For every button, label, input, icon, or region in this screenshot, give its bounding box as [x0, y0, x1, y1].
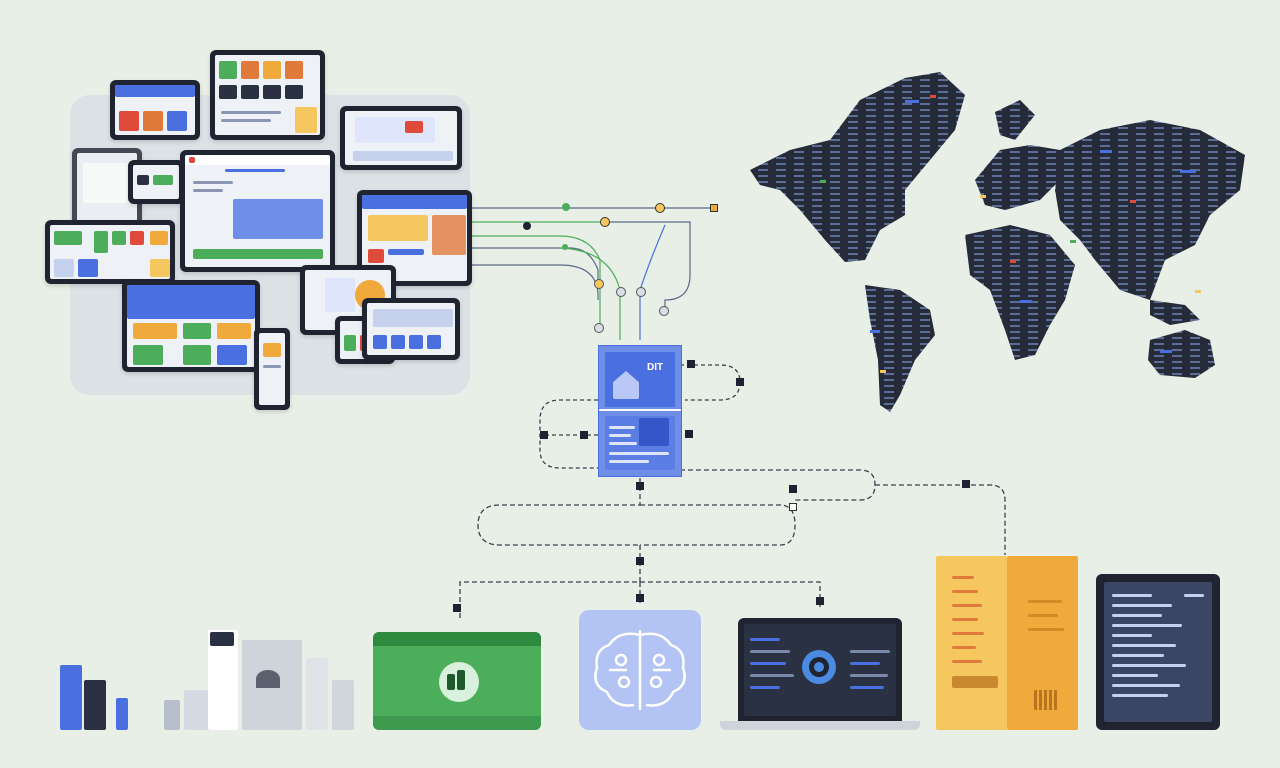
connector-square: [687, 360, 695, 368]
connector-node: [594, 279, 604, 289]
screen-tile: [45, 220, 175, 284]
connector-square: [789, 503, 797, 511]
screen-tile: [340, 106, 462, 170]
connector-square: [789, 485, 797, 493]
connector-square: [636, 482, 644, 490]
hub-label: DIT: [647, 362, 664, 373]
document-book: [936, 556, 1078, 730]
connector-square: [580, 431, 588, 439]
connector-node: [636, 287, 646, 297]
screen-tile: [362, 298, 460, 360]
connector-node: [616, 287, 626, 297]
connector-node: [659, 306, 669, 316]
connector-square: [636, 594, 644, 602]
connector-square: [540, 431, 548, 439]
screen-tile: [210, 50, 325, 140]
brain-icon: [594, 630, 686, 710]
chart-icon: [439, 662, 479, 702]
laptop-base: [720, 721, 920, 730]
connector-node: [600, 217, 610, 227]
connector-square: [736, 378, 744, 386]
connector-square: [636, 557, 644, 565]
target-icon: [802, 650, 836, 684]
connector-node: [562, 203, 570, 211]
connector-node: [594, 323, 604, 333]
brain-card: [579, 610, 701, 730]
screen-tile: [122, 280, 260, 372]
screen-tile: [128, 160, 184, 204]
central-hub: DIT: [598, 345, 682, 477]
connector-node: [710, 204, 718, 212]
laptop: [738, 618, 902, 722]
connector-square: [816, 597, 824, 605]
screen-tile: [180, 150, 335, 272]
connector-square: [685, 430, 693, 438]
connector-square: [962, 480, 970, 488]
connector-square: [453, 604, 461, 612]
connector-node: [562, 244, 568, 250]
phone-tile: [254, 328, 290, 410]
connector-node: [523, 222, 531, 230]
screen-tile: [110, 80, 200, 140]
code-tablet: [1096, 574, 1220, 730]
connector-node: [655, 203, 665, 213]
building-cluster: [60, 630, 360, 730]
green-dashboard-card: [373, 632, 541, 730]
